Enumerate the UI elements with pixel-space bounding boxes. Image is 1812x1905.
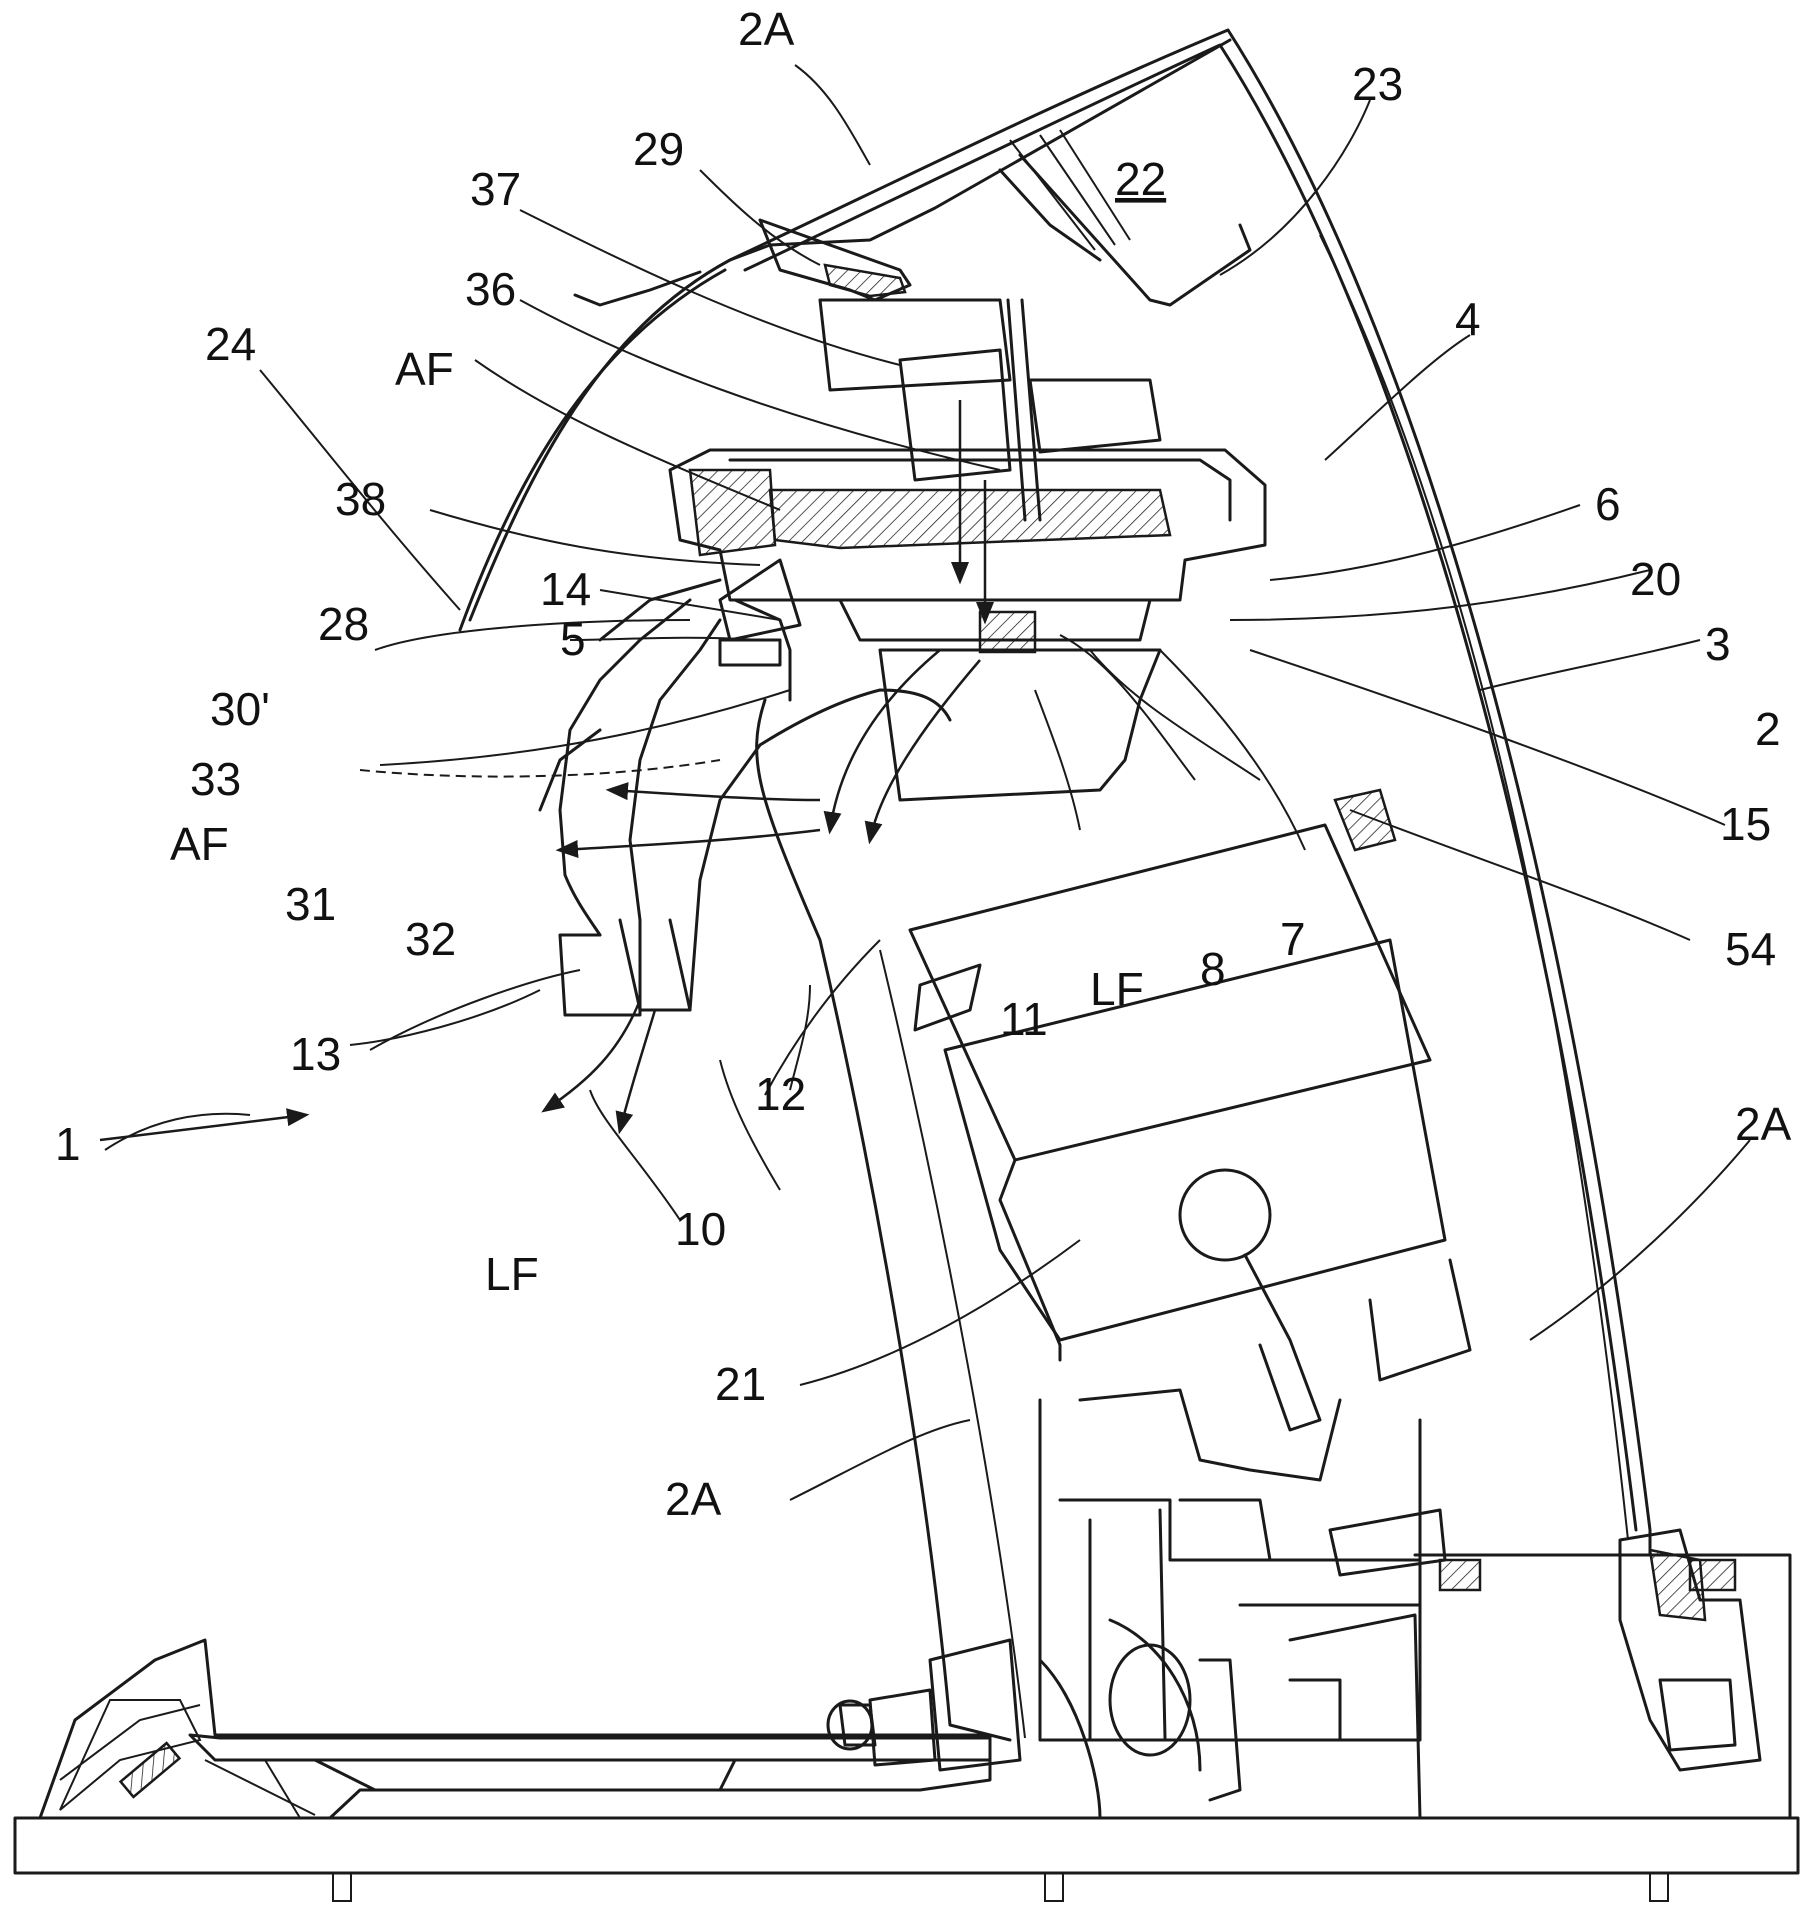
label-13: 13 bbox=[290, 1028, 341, 1080]
label-8: 8 bbox=[1200, 943, 1226, 995]
label-33: 33 bbox=[190, 753, 241, 805]
label-31: 31 bbox=[285, 878, 336, 930]
label-AF-top: AF bbox=[395, 343, 454, 395]
label-36: 36 bbox=[465, 263, 516, 315]
label-12: 12 bbox=[755, 1068, 806, 1120]
label-30-prime: 30' bbox=[210, 683, 270, 735]
housing-2 bbox=[730, 30, 1790, 1818]
label-3: 3 bbox=[1705, 618, 1731, 670]
label-6: 6 bbox=[1595, 478, 1621, 530]
label-7: 7 bbox=[1280, 913, 1306, 965]
label-54: 54 bbox=[1725, 923, 1776, 975]
label-11: 11 bbox=[1000, 993, 1048, 1045]
label-38: 38 bbox=[335, 473, 386, 525]
drip-tray bbox=[40, 1640, 990, 1818]
label-21: 21 bbox=[715, 1358, 766, 1410]
label-1: 1 bbox=[55, 1118, 81, 1170]
base-plate bbox=[15, 1818, 1798, 1901]
pump-assembly bbox=[828, 1615, 1420, 1818]
label-23: 23 bbox=[1352, 58, 1403, 110]
label-LF-mid: LF bbox=[1090, 963, 1144, 1015]
boiler-21 bbox=[910, 790, 1470, 1575]
label-2A-top: 2A bbox=[738, 3, 795, 55]
label-32: 32 bbox=[405, 913, 456, 965]
label-37: 37 bbox=[470, 163, 521, 215]
label-20: 20 bbox=[1630, 553, 1681, 605]
label-2A-bottom: 2A bbox=[665, 1473, 722, 1525]
internal-frame bbox=[1040, 1400, 1420, 1740]
label-28: 28 bbox=[318, 598, 369, 650]
label-AF-mid: AF bbox=[170, 818, 229, 870]
label-22: 22 bbox=[1115, 153, 1166, 205]
reference-labels: 2A 23 29 22 37 36 4 24 AF 38 6 14 20 28 … bbox=[55, 3, 1792, 1525]
label-15: 15 bbox=[1720, 798, 1771, 850]
right-foot bbox=[1620, 1530, 1760, 1770]
label-2: 2 bbox=[1755, 703, 1781, 755]
label-2A-right: 2A bbox=[1735, 1098, 1792, 1150]
label-LF-bottom: LF bbox=[485, 1248, 539, 1300]
label-24: 24 bbox=[205, 318, 256, 370]
label-5: 5 bbox=[560, 613, 586, 665]
label-14: 14 bbox=[540, 563, 591, 615]
label-29: 29 bbox=[633, 123, 684, 175]
label-4: 4 bbox=[1455, 293, 1481, 345]
label-10: 10 bbox=[675, 1203, 726, 1255]
